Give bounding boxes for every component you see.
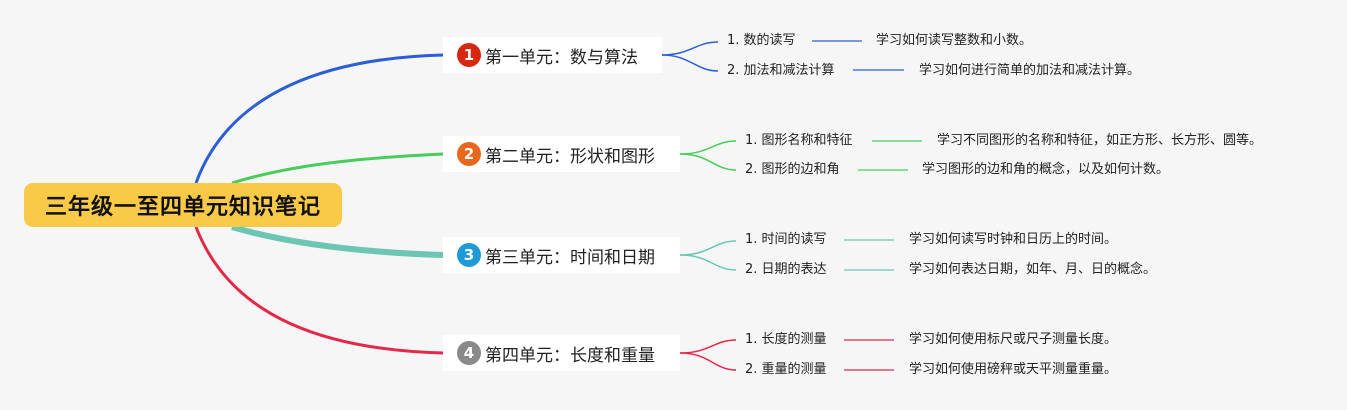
unit-3-topic-2-desc[interactable]: 学习如何表达日期，如年、月、日的概念。 bbox=[909, 262, 1157, 277]
unit-1-node[interactable]: 1 第一单元：数与算法 bbox=[443, 37, 662, 73]
connector-unit-1-topic-2 bbox=[661, 54, 719, 72]
connector-unit-1-topic-1 bbox=[661, 41, 719, 56]
connector-unit-4-topic-2 bbox=[679, 352, 737, 371]
unit-2-node[interactable]: 2 第二单元：形状和图形 bbox=[443, 136, 680, 172]
unit-1-topic-2-desc[interactable]: 学习如何进行简单的加法和减法计算。 bbox=[919, 63, 1141, 78]
unit-2-topic-1-desc[interactable]: 学习不同图形的名称和特征，如正方形、长方形、圆等。 bbox=[937, 133, 1263, 148]
unit-4-title: 第四单元：长度和重量 bbox=[485, 345, 655, 366]
number-badge-icon: 2 bbox=[457, 142, 481, 166]
unit-3-topic-2[interactable]: 2. 日期的表达 bbox=[745, 262, 827, 277]
connector-unit-2-topic-2 bbox=[679, 153, 737, 171]
unit-3-node[interactable]: 3 第三单元：时间和日期 bbox=[443, 237, 680, 273]
root-topic[interactable]: 三年级一至四单元知识笔记 bbox=[24, 183, 342, 227]
number-badge-icon: 4 bbox=[457, 341, 481, 365]
unit-2-topic-2[interactable]: 2. 图形的边和角 bbox=[745, 162, 840, 177]
unit-4-topic-1[interactable]: 1. 长度的测量 bbox=[745, 332, 827, 347]
number-badge-icon: 1 bbox=[457, 43, 481, 67]
unit-1-topic-1[interactable]: 1. 数的读写 bbox=[727, 33, 796, 48]
unit-1-title: 第一单元：数与算法 bbox=[485, 47, 638, 68]
connector-root-unit-4 bbox=[194, 226, 444, 355]
unit-4-node[interactable]: 4 第四单元：长度和重量 bbox=[443, 335, 680, 371]
connector-unit-4-topic-1 bbox=[679, 339, 737, 354]
unit-4-topic-2-desc[interactable]: 学习如何使用磅秤或天平测量重量。 bbox=[909, 362, 1118, 377]
unit-1-topic-1-desc[interactable]: 学习如何读写整数和小数。 bbox=[876, 33, 1033, 48]
connector-root-unit-2 bbox=[231, 152, 444, 185]
unit-2-topic-1[interactable]: 1. 图形名称和特征 bbox=[745, 133, 853, 148]
unit-4-topic-2[interactable]: 2. 重量的测量 bbox=[745, 362, 827, 377]
unit-1-topic-2[interactable]: 2. 加法和减法计算 bbox=[727, 63, 835, 78]
unit-2-topic-2-desc[interactable]: 学习图形的边和角的概念，以及如何计数。 bbox=[922, 162, 1170, 177]
unit-3-topic-1[interactable]: 1. 时间的读写 bbox=[745, 232, 827, 247]
unit-3-title: 第三单元：时间和日期 bbox=[485, 247, 655, 268]
connector-root-unit-1 bbox=[194, 53, 444, 184]
connector-root-unit-3 bbox=[231, 224, 444, 258]
number-badge-icon: 3 bbox=[457, 243, 481, 267]
unit-2-title: 第二单元：形状和图形 bbox=[485, 146, 655, 167]
connector-unit-3-topic-1 bbox=[679, 240, 737, 256]
connector-unit-2-topic-1 bbox=[679, 140, 737, 155]
unit-3-topic-1-desc[interactable]: 学习如何读写时钟和日历上的时间。 bbox=[909, 232, 1118, 247]
unit-4-topic-1-desc[interactable]: 学习如何使用标尺或尺子测量长度。 bbox=[909, 332, 1118, 347]
connector-unit-3-topic-2 bbox=[679, 254, 737, 271]
